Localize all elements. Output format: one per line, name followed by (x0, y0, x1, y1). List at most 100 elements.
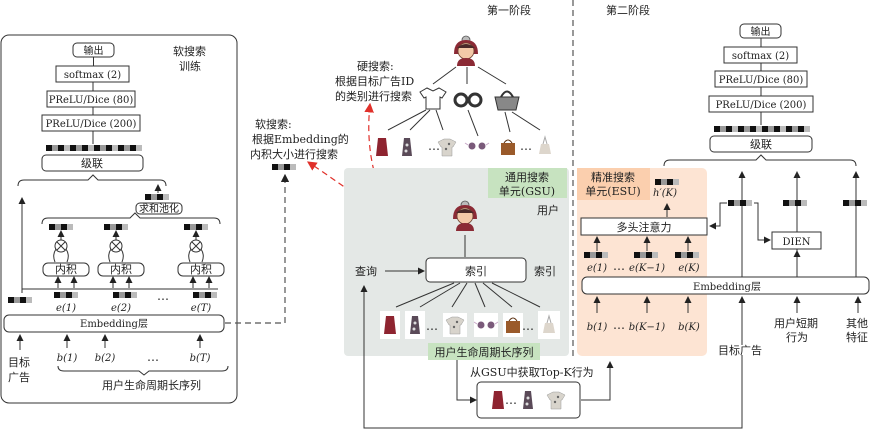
svg-text:…: … (520, 139, 532, 153)
right-dien-vector (783, 200, 807, 206)
esu-behavior-bK: b(K) (678, 322, 700, 333)
esu-behavior-b1: b(1) (587, 322, 608, 333)
embedding-eT: e(T) (191, 303, 211, 314)
esu-eK-vector (675, 252, 699, 258)
multi-head-attention-box (580, 217, 708, 236)
multi-head-attention-label: 多头注意力 (617, 220, 672, 234)
stage2-label: 第二阶段 (606, 3, 650, 17)
target-ad-embedding-vector (8, 297, 32, 303)
left-panel-title-1: 软搜索 (173, 44, 206, 58)
glasses-icon (453, 92, 483, 108)
embedding-e1: e(1) (56, 303, 76, 314)
esu-output-vector (655, 179, 679, 185)
gsu-user-label: 用户 (537, 203, 559, 217)
hard-search-title: 硬搜索: (357, 59, 394, 73)
left-concat-label: 级联 (81, 157, 103, 170)
inner-product-unit-1: 内积 (42, 224, 90, 288)
right-output-label: 输出 (751, 25, 771, 38)
soft-search-arrow (307, 161, 439, 261)
topk-label: 从GSU中获取Top-K行为 (470, 366, 594, 379)
right-concat-vector (714, 126, 810, 132)
left-concat-vector (46, 145, 142, 151)
esu-embedding-e1: e(1) (587, 263, 607, 274)
left-softmax-label: softmax (2) (64, 70, 121, 81)
gsu-index-box (425, 257, 527, 283)
esu-embedding-eK: e(K) (678, 263, 699, 274)
gsu-item-row: … … (380, 311, 560, 339)
soft-search-line1: 根据Embedding的 (252, 132, 349, 146)
multiply-icon (54, 239, 68, 253)
left-sequence-label: 用户生命周期长序列 (102, 378, 201, 392)
hard-search-line1: 根据目标广告ID (335, 74, 414, 88)
topk-items: … (492, 391, 566, 410)
soft-search-title: 软搜索: (255, 117, 292, 131)
left-target-ad-2: 广告 (8, 371, 30, 384)
left-concat-box (41, 154, 144, 172)
behavior-bT: b(T) (190, 353, 211, 364)
gsu-index-box-label: 索引 (465, 264, 487, 278)
gsu-sequence-tag (428, 343, 540, 360)
svg-text:…: … (505, 393, 517, 407)
left-panel-title-2: 训练 (179, 59, 201, 73)
left-target-ad-1: 目标 (8, 355, 30, 369)
svg-text:…: … (613, 259, 625, 273)
inner-product-unit-t: 内积 (177, 224, 225, 288)
esu-embedding-eK1: e(K−1) (629, 263, 665, 274)
esu-output-label: h′(K) (653, 188, 677, 199)
left-prelu200-box (41, 114, 141, 132)
behavior-b2: b(2) (95, 353, 116, 364)
svg-text:内积: 内积 (190, 262, 212, 276)
esu-eK1-vector (634, 252, 658, 258)
esu-title-1: 精准搜索 (591, 170, 635, 184)
right-prelu80-label: PReLU/Dice (80) (719, 75, 804, 86)
dien-box (771, 231, 822, 250)
target-ad-query-link (360, 285, 743, 429)
left-embedding-layer (3, 314, 225, 333)
svg-text:…: … (426, 319, 438, 333)
soft-search-dashed-link (225, 173, 290, 324)
short-term-label-1: 用户短期 (774, 316, 818, 330)
left-prelu80-box (46, 90, 136, 108)
soft-search-line2: 内积大小进行搜索 (250, 147, 338, 161)
left-embedding-label: Embedding层 (80, 318, 148, 330)
behavior-b1: b(1) (57, 353, 78, 364)
sum-pool-vector (145, 194, 169, 200)
user-avatar-icon (453, 35, 479, 67)
gsu-tag (488, 168, 567, 198)
right-target-ad-label: 目标广告 (718, 343, 762, 357)
left-prelu80-label: PReLU/Dice (80) (49, 95, 134, 106)
left-ellipsis: … (157, 289, 169, 303)
embedding-e2: e(2) (111, 303, 131, 314)
dien-label: DIEN (782, 237, 810, 248)
sum-pool-label: 求和池化 (139, 202, 179, 215)
left-prelu200-label: PReLU/Dice (200) (46, 119, 137, 130)
eT-vector (193, 292, 217, 298)
sum-pool-box (135, 202, 183, 215)
esu-tag (577, 168, 650, 200)
gsu-query-label: 查询 (355, 264, 377, 278)
inner-product-label: 内积 (55, 262, 77, 276)
right-prelu200-label: PReLU/Dice (200) (716, 100, 807, 111)
e2-vector (113, 292, 137, 298)
gsu-sequence-label: 用户生命周期长序列 (435, 345, 534, 359)
left-concat-brace (17, 174, 167, 187)
bag-icon (494, 90, 520, 111)
item-row-top: … … (376, 136, 552, 157)
other-features-label-1: 其他 (846, 317, 868, 330)
multiply-icon (189, 239, 203, 253)
svg-text:内积: 内积 (110, 262, 132, 276)
gsu-index-label: 索引 (534, 264, 556, 278)
soft-search-training-panel (0, 34, 238, 404)
right-concat-box (709, 135, 813, 153)
short-term-label-2: 行为 (786, 331, 808, 344)
esu-title-2: 单元(ESU) (585, 185, 640, 198)
gsu-title-1: 通用搜索 (505, 170, 549, 184)
stage1-label: 第一阶段 (487, 3, 531, 17)
right-softmax-label: softmax (2) (732, 51, 789, 62)
other-features-label-2: 特征 (846, 330, 868, 344)
svg-text:…: … (428, 139, 440, 153)
e1-vector (54, 292, 78, 298)
esu-panel (577, 168, 707, 356)
right-target-ad-vector (728, 200, 752, 206)
multiply-icon (109, 239, 123, 253)
